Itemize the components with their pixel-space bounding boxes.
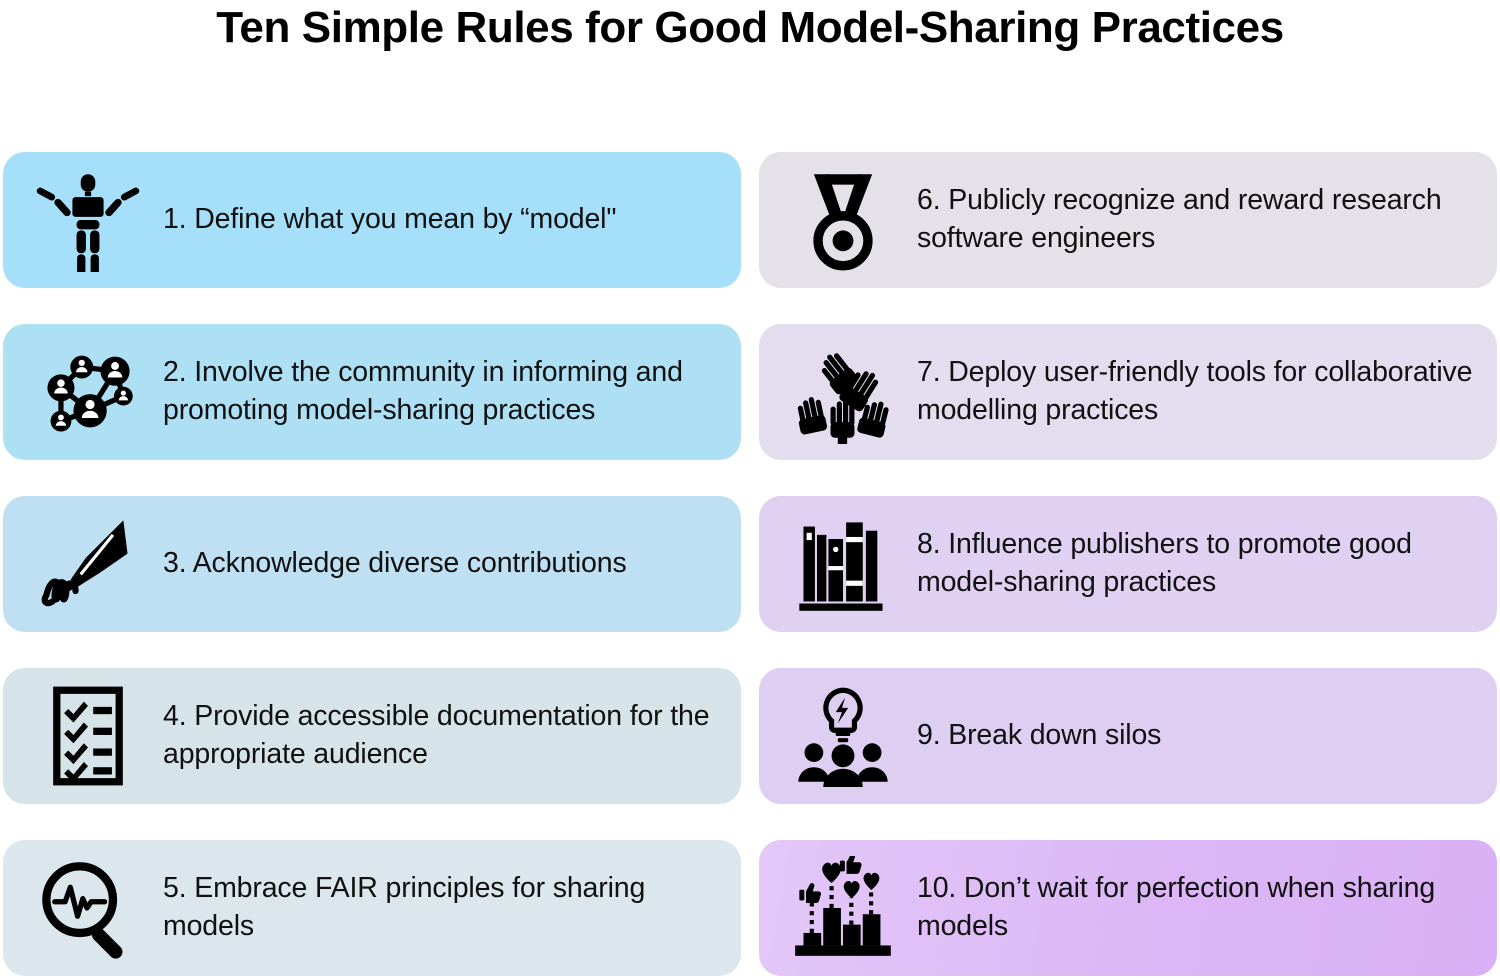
rule-card-2-label: 2. Involve the community in informing an… — [163, 356, 683, 426]
rule-card-4-label: 4. Provide accessible documentation for … — [163, 700, 710, 770]
page-title: Ten Simple Rules for Good Model-Sharing … — [216, 3, 1284, 52]
rule-card-10[interactable]: 10. Don’t wait for perfection when shari… — [759, 840, 1497, 976]
rule-card-2[interactable]: 2. Involve the community in informing an… — [3, 324, 741, 460]
rules-grid: 1. Define what you mean by “model" 6 — [3, 152, 1497, 976]
rule-card-1-label: 1. Define what you mean by “model" — [163, 203, 617, 236]
books-shelf-icon — [769, 501, 917, 627]
team-lightbulb-icon — [769, 673, 917, 799]
rule-card-5-label: 5. Embrace FAIR principles for sharing m… — [163, 872, 646, 942]
magnifier-pulse-icon — [13, 845, 163, 971]
rule-card-7-label: 7. Deploy user-friendly tools for collab… — [917, 356, 1473, 426]
rule-card-7[interactable]: 7. Deploy user-friendly tools for collab… — [759, 324, 1497, 460]
rule-card-6[interactable]: 6. Publicly recognize and reward researc… — [759, 152, 1497, 288]
checklist-clipboard-icon — [13, 673, 163, 799]
title-block: Ten Simple Rules for Good Model-Sharing … — [0, 0, 1500, 140]
rule-card-3-label: 3. Acknowledge diverse contributions — [163, 547, 627, 580]
rule-card-9[interactable]: 9. Break down silos — [759, 668, 1497, 804]
engagement-chart-icon — [769, 845, 917, 971]
rule-card-1[interactable]: 1. Define what you mean by “model" — [3, 152, 741, 288]
mannequin-figure-icon — [13, 157, 163, 283]
medal-icon — [769, 157, 917, 283]
rule-card-9-label: 9. Break down silos — [917, 719, 1162, 752]
rule-card-6-label: 6. Publicly recognize and reward researc… — [917, 184, 1442, 254]
many-hands-icon — [769, 329, 917, 455]
people-network-icon — [13, 329, 163, 455]
rule-card-5[interactable]: 5. Embrace FAIR principles for sharing m… — [3, 840, 741, 976]
rule-card-3[interactable]: 3. Acknowledge diverse contributions — [3, 496, 741, 632]
rule-card-8-label: 8. Influence publishers to promote good … — [917, 528, 1412, 598]
rule-card-8[interactable]: 8. Influence publishers to promote good … — [759, 496, 1497, 632]
rule-card-4[interactable]: 4. Provide accessible documentation for … — [3, 668, 741, 804]
signature-pen-icon — [13, 501, 163, 627]
rule-card-10-label: 10. Don’t wait for perfection when shari… — [917, 872, 1436, 942]
